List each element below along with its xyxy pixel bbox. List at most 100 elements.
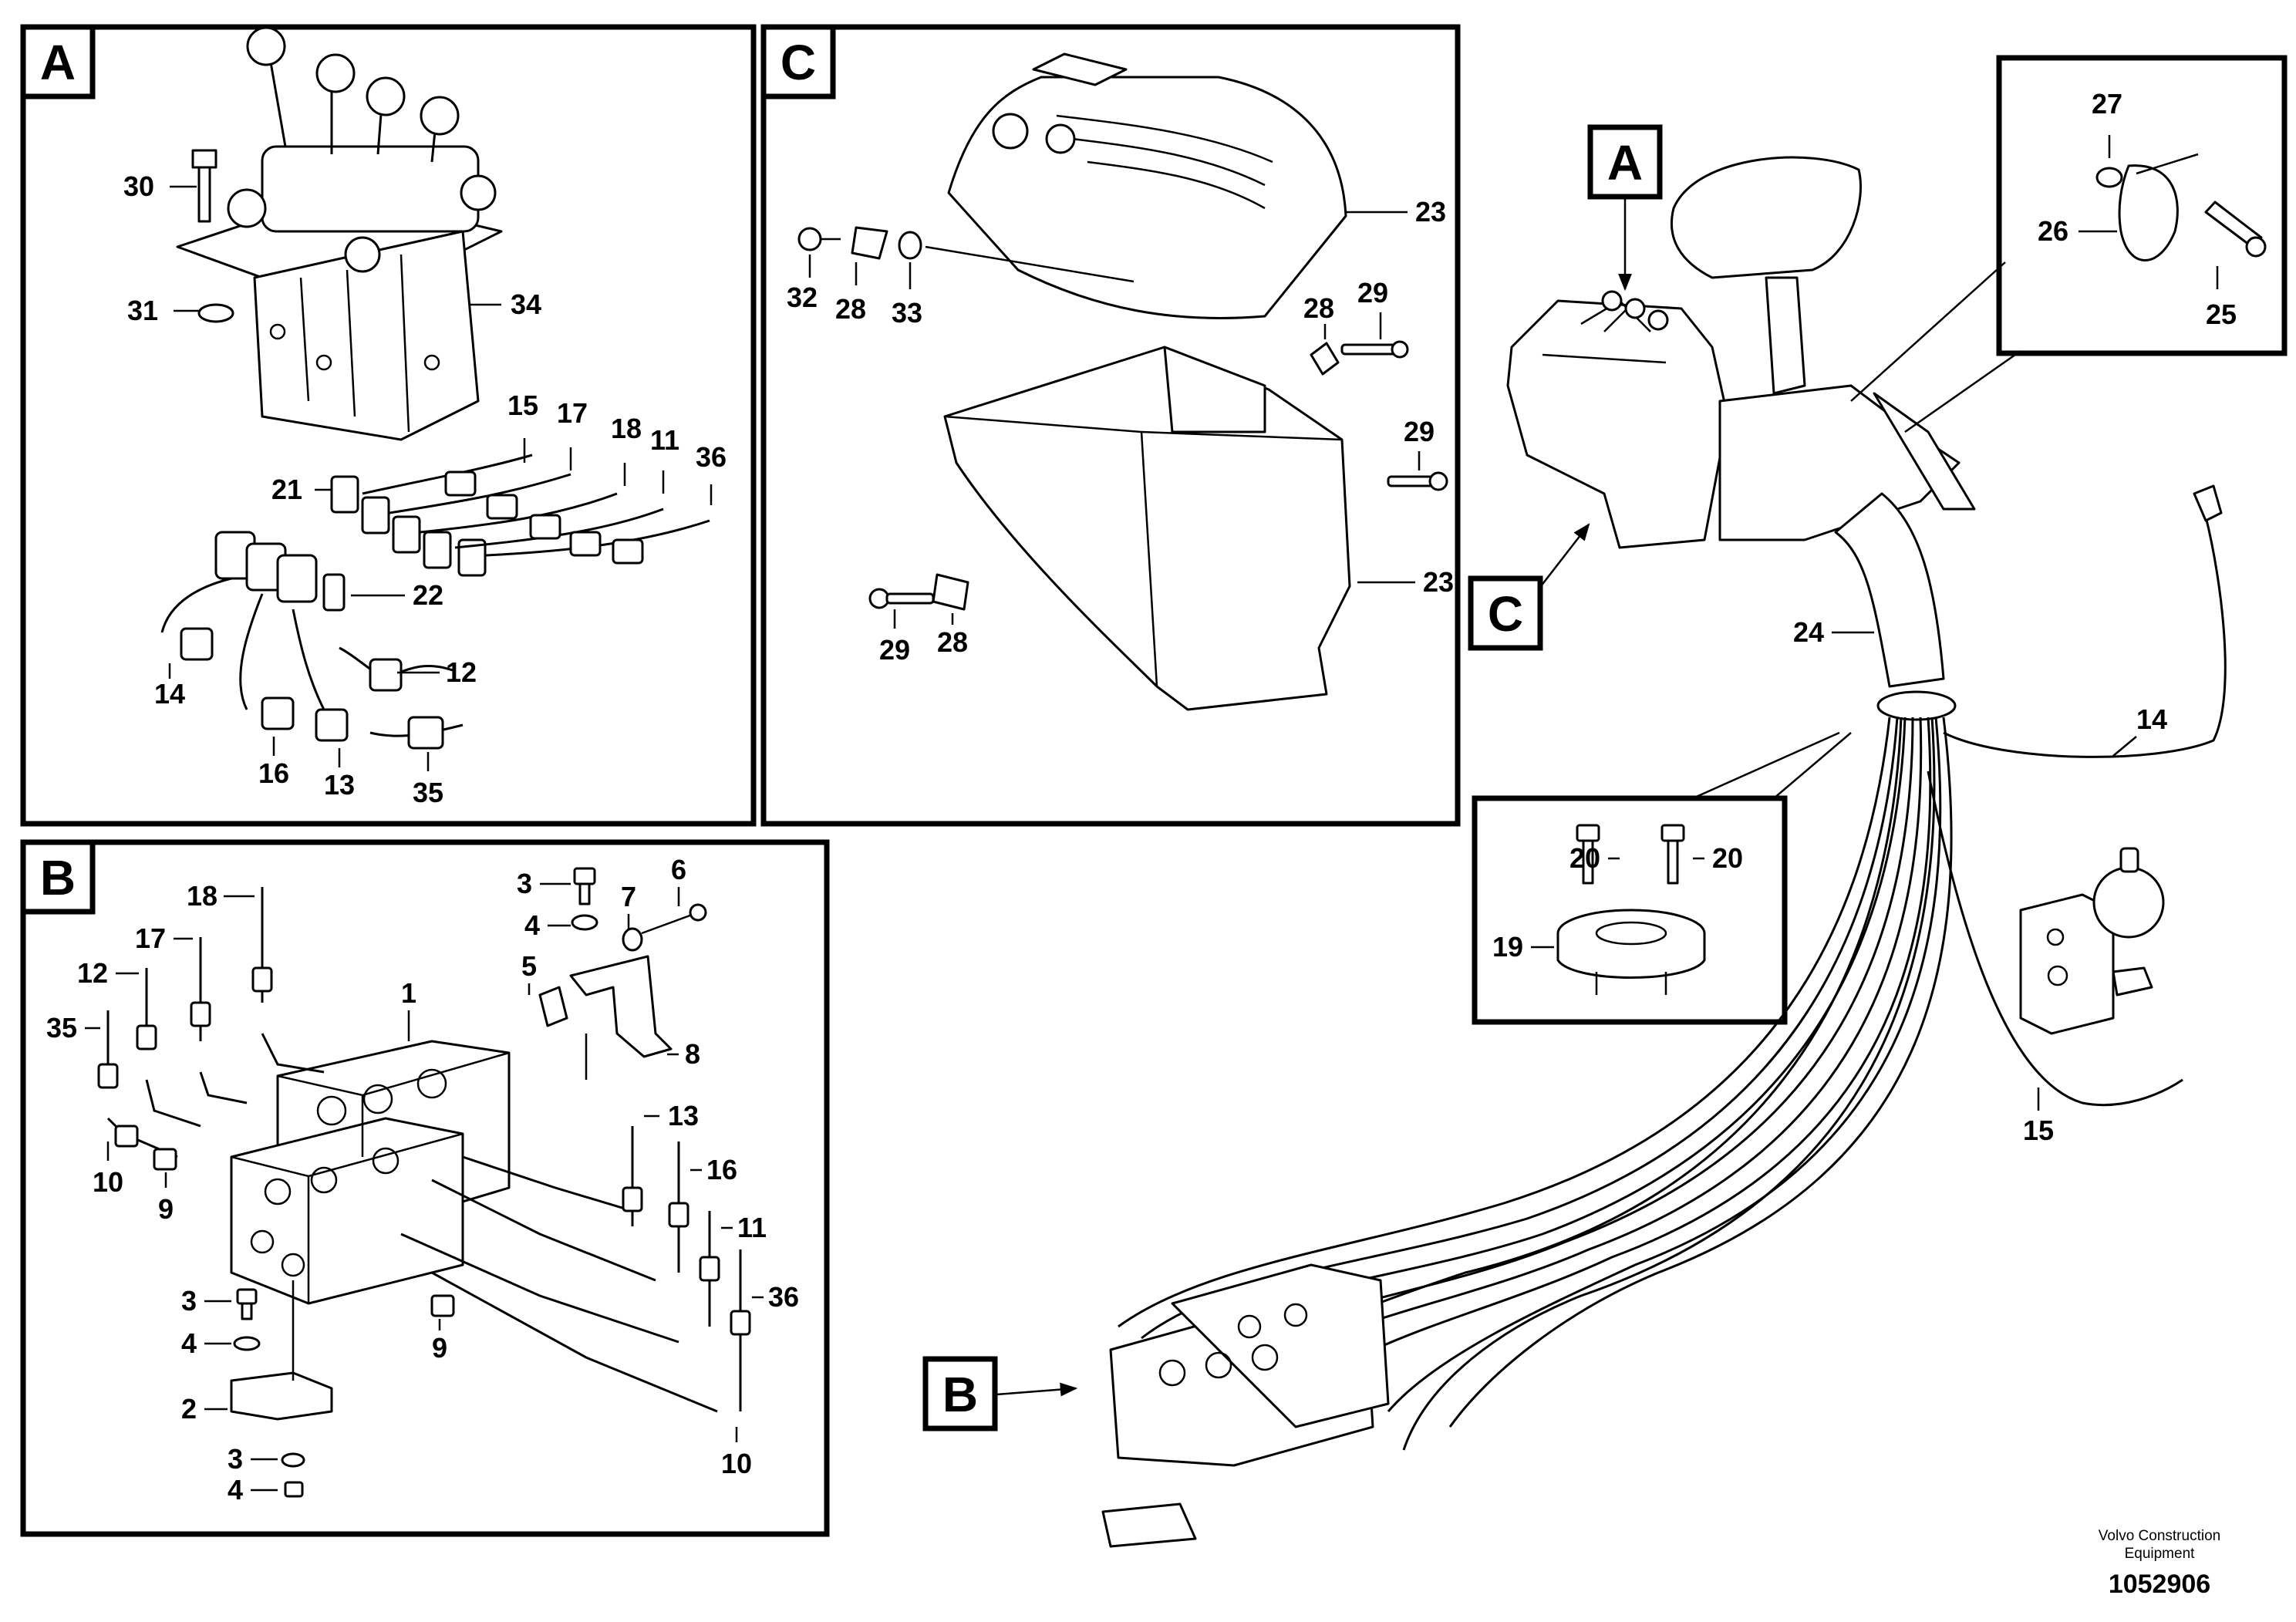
panel-b-tag: B bbox=[40, 850, 76, 905]
console-box bbox=[943, 346, 1351, 711]
callout-a-11: 11 bbox=[650, 424, 679, 456]
panel-b: B 1 18 bbox=[20, 839, 830, 1537]
callout-b-36: 36 bbox=[768, 1281, 799, 1313]
callout-b-17: 17 bbox=[135, 922, 166, 954]
callout-b-18: 18 bbox=[187, 880, 217, 912]
bracket-top bbox=[538, 867, 707, 1080]
callout-b-12: 12 bbox=[77, 957, 108, 989]
callout-c-29-bottom: 29 bbox=[879, 634, 910, 666]
callout-b-9-bottom: 9 bbox=[432, 1332, 447, 1364]
panel-a-frame bbox=[20, 24, 757, 827]
panel-b-tag-box bbox=[20, 839, 96, 915]
callout-b-10-right: 10 bbox=[721, 1448, 752, 1479]
callout-a-30: 30 bbox=[123, 170, 154, 202]
panel-a-tag: A bbox=[40, 35, 76, 90]
callout-inset-26: 26 bbox=[2038, 215, 2068, 247]
callout-c-28-left: 28 bbox=[835, 293, 866, 325]
credit-line-1: Volvo Construction bbox=[2099, 1528, 2220, 1544]
callout-inset-20-left: 20 bbox=[1569, 842, 1600, 874]
overview-tag-c-box bbox=[1468, 575, 1543, 651]
column-24 bbox=[1834, 492, 1945, 688]
callout-c-23-top: 23 bbox=[1415, 196, 1446, 228]
joystick-valve-block bbox=[176, 26, 503, 441]
inset-clamp: 27 26 25 bbox=[1850, 55, 2288, 433]
fitting-cluster bbox=[160, 531, 464, 750]
callout-a-16: 16 bbox=[258, 757, 289, 789]
callout-b-3-mid: 3 bbox=[181, 1285, 197, 1317]
callout-b-35: 35 bbox=[46, 1012, 77, 1044]
callout-c-33: 33 bbox=[892, 297, 922, 329]
callout-inset-20-right: 20 bbox=[1712, 842, 1743, 874]
callout-b-4-mid: 4 bbox=[181, 1327, 197, 1359]
console-cover bbox=[947, 52, 1347, 319]
callout-b-13: 13 bbox=[668, 1100, 699, 1131]
callout-inset-25: 25 bbox=[2206, 298, 2237, 330]
hose-15 bbox=[1927, 771, 2183, 1107]
callout-b-10-left: 10 bbox=[93, 1166, 123, 1198]
callout-b-8: 8 bbox=[685, 1038, 700, 1070]
callout-b-3-top: 3 bbox=[517, 868, 532, 899]
inset-flange: 20 20 19 bbox=[1472, 731, 1852, 1025]
inset-clamp-frame bbox=[1996, 55, 2288, 356]
inset-flange-frame bbox=[1472, 795, 1788, 1025]
callout-overview-15: 15 bbox=[2023, 1114, 2054, 1146]
callout-inset-27: 27 bbox=[2092, 88, 2122, 120]
fasteners-c bbox=[797, 226, 1448, 611]
callout-inset-19: 19 bbox=[1492, 931, 1523, 963]
callout-a-12: 12 bbox=[446, 656, 477, 688]
fitting-row bbox=[330, 454, 710, 577]
callout-a-18: 18 bbox=[611, 413, 642, 444]
panel-a: A 30 31 34 bbox=[20, 24, 757, 827]
inset-flange-pointer bbox=[1692, 731, 1852, 800]
pipe-lines-b bbox=[97, 887, 751, 1413]
credit-line-2: Equipment bbox=[2125, 1546, 2196, 1562]
hose-14 bbox=[1943, 516, 2227, 758]
overview-console bbox=[1506, 299, 1729, 549]
callout-b-4-bottom: 4 bbox=[228, 1474, 243, 1506]
callout-overview-24: 24 bbox=[1793, 616, 1824, 648]
accumulator-valve bbox=[2019, 847, 2165, 1035]
callout-a-22: 22 bbox=[413, 579, 443, 611]
overview-tag-b-box bbox=[922, 1356, 998, 1431]
callout-a-34: 34 bbox=[511, 288, 541, 320]
control-valve-block bbox=[230, 1040, 511, 1305]
callout-a-14: 14 bbox=[154, 678, 185, 710]
callout-c-32: 32 bbox=[787, 282, 818, 313]
callout-b-16: 16 bbox=[706, 1154, 737, 1185]
callout-c-29-mid: 29 bbox=[1404, 416, 1435, 447]
callout-b-7: 7 bbox=[621, 881, 636, 912]
callout-overview-14: 14 bbox=[2136, 703, 2167, 735]
callout-b-4-top: 4 bbox=[524, 909, 540, 941]
overview-valve-block bbox=[1101, 1263, 1390, 1548]
callout-a-36: 36 bbox=[696, 441, 727, 473]
callout-c-28-right: 28 bbox=[1303, 292, 1334, 324]
callout-c-29-top: 29 bbox=[1357, 277, 1388, 309]
callout-a-13: 13 bbox=[324, 769, 355, 801]
washer-31 bbox=[197, 303, 234, 323]
overview-tag-c: C bbox=[1488, 586, 1523, 642]
bracket-bottom bbox=[230, 1280, 333, 1498]
panel-c-tag: C bbox=[781, 35, 816, 90]
callout-a-21: 21 bbox=[271, 474, 302, 505]
bolt-30 bbox=[170, 149, 217, 223]
callout-c-28-bottom: 28 bbox=[937, 626, 968, 658]
panel-c: C 23 23 bbox=[760, 24, 1461, 827]
document-number: 1052906 bbox=[2109, 1570, 2210, 1599]
inset-clamp-pointer bbox=[1850, 261, 2021, 433]
callout-b-2: 2 bbox=[181, 1393, 197, 1425]
overview-tag-a: A bbox=[1607, 135, 1643, 191]
armrest bbox=[1670, 156, 1862, 279]
panel-c-frame bbox=[760, 24, 1461, 827]
callout-b-3-bottom: 3 bbox=[228, 1443, 243, 1475]
overview-tag-b: B bbox=[942, 1367, 978, 1422]
overview-assembly: A C B 24 14 15 bbox=[922, 124, 2227, 1548]
callout-a-35: 35 bbox=[413, 777, 443, 808]
callout-a-15: 15 bbox=[507, 389, 538, 421]
callout-a-31: 31 bbox=[127, 295, 158, 326]
callout-b-9-left: 9 bbox=[158, 1193, 174, 1225]
callout-b-5: 5 bbox=[521, 950, 537, 982]
callout-a-17: 17 bbox=[557, 397, 588, 429]
callout-b-6: 6 bbox=[671, 854, 686, 885]
panel-c-tag-box bbox=[760, 24, 836, 99]
